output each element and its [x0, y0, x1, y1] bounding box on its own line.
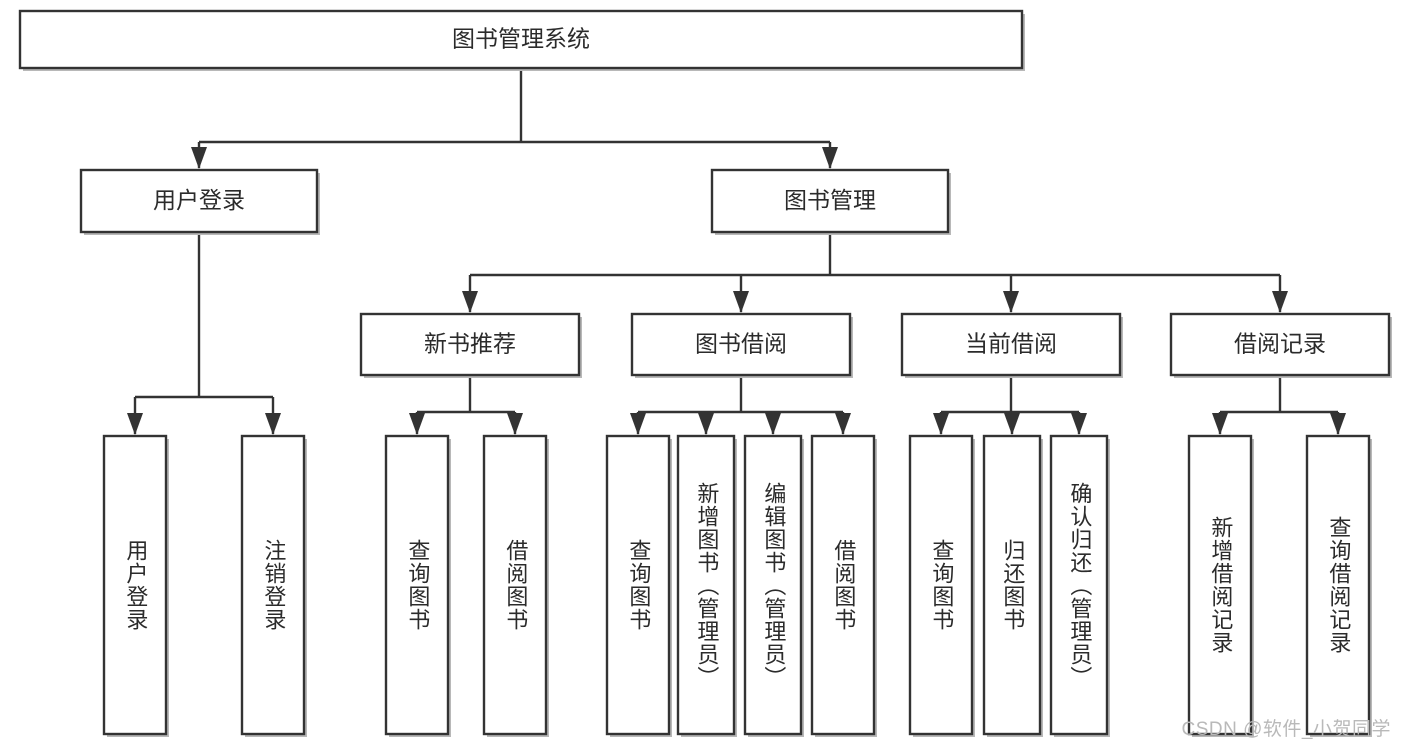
- arrow-to-level2-0: [191, 147, 207, 169]
- arrow-to-level3-0: [462, 291, 478, 313]
- node-level3-label-0: 新书推荐: [424, 331, 516, 357]
- arrow-to-level3-3: [1272, 291, 1288, 313]
- arrow-to-level2-1: [822, 147, 838, 169]
- node-leaf-4[interactable]: [605, 434, 671, 736]
- node-leaf-11[interactable]: [1187, 434, 1253, 736]
- arrow-to-leaf-1-1: [507, 413, 523, 435]
- arrow-to-level3-1: [733, 291, 749, 313]
- node-leaf-7[interactable]: [810, 434, 876, 736]
- node-leaf-2[interactable]: [384, 434, 450, 736]
- node-level3-3[interactable]: [1169, 312, 1391, 377]
- node-level2-1[interactable]: [710, 168, 950, 234]
- node-level3-label-2: 当前借阅: [965, 331, 1057, 357]
- node-leaf-3[interactable]: [482, 434, 548, 736]
- arrow-to-leaf-2-3: [835, 413, 851, 435]
- arrow-to-leaf-0-0: [127, 413, 143, 435]
- node-leaf-6[interactable]: [743, 434, 803, 736]
- node-level3-label-1: 图书借阅: [695, 331, 787, 357]
- arrow-to-leaf-4-0: [1212, 413, 1228, 435]
- node-level3-1[interactable]: [630, 312, 852, 377]
- arrow-to-leaf-2-2: [765, 413, 781, 435]
- node-level3-0[interactable]: [359, 312, 581, 377]
- watermark-credit: CSDN @软件_小贺同学: [1181, 719, 1391, 740]
- arrow-to-leaf-2-0: [630, 413, 646, 435]
- arrow-to-leaf-1-0: [409, 413, 425, 435]
- node-root-label: 图书管理系统: [452, 26, 590, 52]
- node-leaf-0[interactable]: [102, 434, 168, 736]
- node-level2-0[interactable]: [79, 168, 319, 234]
- arrow-to-leaf-2-1: [698, 413, 714, 435]
- arrow-to-leaf-3-0: [933, 413, 949, 435]
- arrow-to-leaf-3-2: [1071, 413, 1087, 435]
- node-root[interactable]: [18, 9, 1024, 70]
- node-level2-label-1: 图书管理: [784, 187, 876, 213]
- node-leaf-5[interactable]: [676, 434, 736, 736]
- node-level3-2[interactable]: [900, 312, 1122, 377]
- node-leaf-8[interactable]: [908, 434, 974, 736]
- node-leaf-9[interactable]: [982, 434, 1042, 736]
- arrow-to-leaf-4-1: [1330, 413, 1346, 435]
- node-leaf-12[interactable]: [1305, 434, 1371, 736]
- node-leaf-1[interactable]: [240, 434, 306, 736]
- connector-layer: [127, 68, 1346, 435]
- box-layer: [18, 9, 1392, 737]
- arrow-to-leaf-0-1: [265, 413, 281, 435]
- node-level3-label-3: 借阅记录: [1234, 331, 1326, 357]
- node-leaf-10[interactable]: [1049, 434, 1109, 736]
- arrow-to-level3-2: [1003, 291, 1019, 313]
- node-level2-label-0: 用户登录: [153, 187, 245, 213]
- arrow-to-leaf-3-1: [1004, 413, 1020, 435]
